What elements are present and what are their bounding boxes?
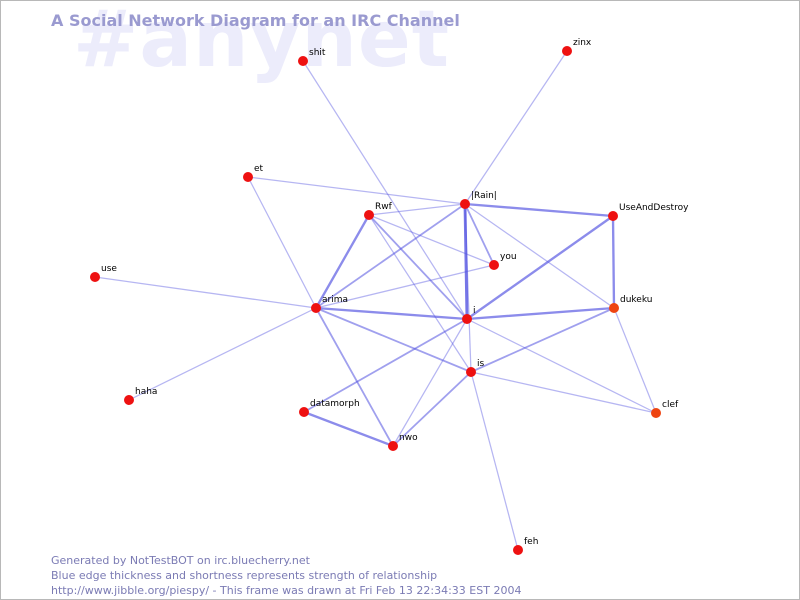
- node-haha: haha: [124, 387, 157, 405]
- node-dot: [243, 172, 253, 182]
- node-arima: arima: [311, 295, 348, 313]
- node-label: |Rain|: [471, 191, 497, 201]
- edge-Rain-arima: [315, 203, 466, 309]
- node-label: i: [473, 306, 476, 316]
- node-et: et: [243, 164, 264, 182]
- edge-arima-haha: [128, 307, 317, 401]
- node-label: UseAndDestroy: [619, 203, 689, 213]
- edge-shit-i: [302, 60, 468, 320]
- node-label: clef: [662, 400, 679, 410]
- nodes-layer: shit zinx et |Rain| UseAndDestroy Rwf you use ar…: [90, 38, 689, 555]
- edge-is-clef: [470, 371, 657, 414]
- node-label: nwo: [399, 433, 418, 443]
- node-label: arima: [322, 295, 348, 305]
- edge-Rain-UseAndDestroy: [463, 202, 615, 218]
- node-dot: [562, 46, 572, 56]
- edge-is-nwo: [392, 371, 472, 447]
- node-shit: shit: [298, 48, 326, 66]
- edge-Rwf-is: [368, 214, 472, 373]
- edge-Rain-dukeku: [464, 203, 615, 309]
- node-dukeku: dukeku: [609, 295, 652, 313]
- node-label: is: [477, 359, 485, 369]
- node-label: Rwf: [375, 202, 393, 212]
- diagram-title: A Social Network Diagram for an IRC Chan…: [51, 11, 460, 30]
- node-feh: feh: [513, 537, 538, 555]
- node-dot: [460, 199, 470, 209]
- node-nwo: nwo: [388, 433, 418, 451]
- node-dot: [466, 367, 476, 377]
- channel-watermark: #anynet: [73, 0, 451, 85]
- edge-et-Rain: [247, 176, 466, 205]
- node-label: datamorph: [310, 399, 360, 409]
- edge-Rain-you: [464, 203, 495, 266]
- edge-datamorph-nwo: [302, 410, 395, 448]
- edge-Rwf-i: [368, 214, 468, 320]
- edge-arima-i: [314, 306, 469, 321]
- node-dot: [651, 408, 661, 418]
- node-label: you: [500, 252, 517, 262]
- node-label: et: [254, 164, 264, 174]
- footer-generated-by: Generated by NotTestBOT on irc.bluecherr…: [51, 554, 310, 567]
- node-label: shit: [309, 48, 326, 58]
- node-dot: [90, 272, 100, 282]
- node-dot: [462, 314, 472, 324]
- node-dot: [311, 303, 321, 313]
- node-you: you: [489, 252, 517, 270]
- node-datamorph: datamorph: [299, 399, 360, 417]
- edge-Rain-Rwf: [368, 203, 466, 216]
- node-Rain: |Rain|: [460, 191, 497, 209]
- edge-UseAndDestroy-i: [465, 214, 615, 321]
- node-is: is: [466, 359, 485, 377]
- edges-layer: [94, 50, 657, 551]
- node-label: haha: [135, 387, 157, 397]
- node-dot: [298, 56, 308, 66]
- edge-i-dukeku: [465, 306, 616, 321]
- footer-url-timestamp: http://www.jibble.org/piespy/ - This fra…: [51, 584, 522, 597]
- node-dot: [513, 545, 523, 555]
- node-use: use: [90, 264, 117, 282]
- node-dot: [489, 260, 499, 270]
- edge-UseAndDestroy-dukeku: [611, 214, 616, 310]
- node-dot: [299, 407, 309, 417]
- edge-is-feh: [470, 371, 519, 551]
- footer-legend-note: Blue edge thickness and shortness repres…: [51, 569, 438, 582]
- node-dot: [388, 441, 398, 451]
- node-label: use: [101, 264, 117, 274]
- node-dot: [608, 211, 618, 221]
- node-dot: [364, 210, 374, 220]
- edge-Rain-is: [464, 203, 472, 373]
- node-label: feh: [524, 537, 538, 547]
- node-clef: clef: [651, 400, 679, 418]
- footer-info: Generated by NotTestBOT on irc.bluecherr…: [51, 553, 521, 598]
- edge-i-datamorph: [303, 318, 468, 413]
- edge-dukeku-clef: [613, 307, 657, 414]
- edge-arima-nwo: [315, 307, 394, 447]
- edge-zinx-Rain: [464, 50, 568, 205]
- edge-Rain-i: [463, 202, 469, 321]
- edge-dukeku-is: [470, 307, 615, 373]
- node-i: i: [462, 306, 476, 324]
- node-UseAndDestroy: UseAndDestroy: [608, 203, 689, 221]
- edge-Rwf-you: [368, 214, 495, 266]
- node-dot: [124, 395, 134, 405]
- edge-et-arima: [247, 176, 317, 309]
- edge-arima-use: [94, 276, 317, 309]
- node-zinx: zinx: [562, 38, 592, 56]
- edge-i-clef: [466, 318, 657, 414]
- edge-arima-is: [315, 307, 472, 373]
- edge-i-nwo: [392, 318, 468, 447]
- edge-arima-you: [315, 264, 495, 309]
- node-Rwf: Rwf: [364, 202, 393, 220]
- node-label: dukeku: [620, 295, 652, 305]
- node-label: zinx: [573, 38, 592, 48]
- node-dot: [609, 303, 619, 313]
- edge-Rwf-arima: [314, 213, 371, 310]
